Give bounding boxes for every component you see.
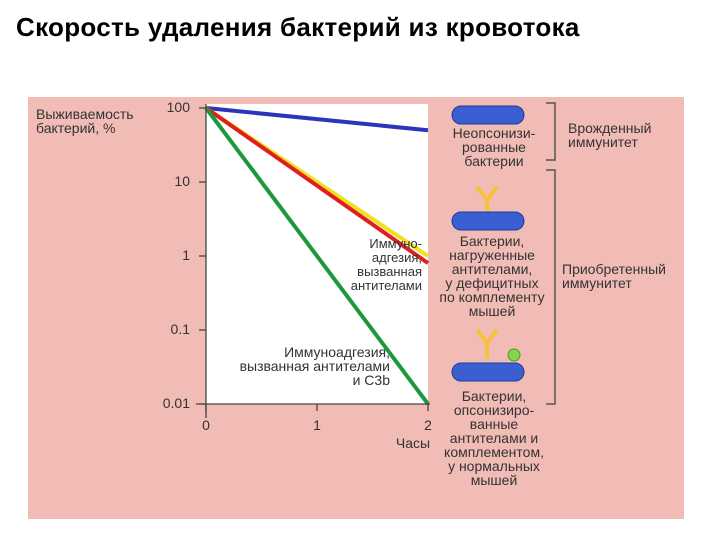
antibody-icon-opsonized: [476, 329, 498, 359]
annotation-immunoadhesion-antibodies-c3b: Иммуноадгезия, вызванная антителами и C3…: [239, 344, 390, 388]
x-tick-label: 0: [202, 417, 210, 433]
bracket-label-innate: Врожденный иммунитет: [568, 120, 652, 150]
bacterium-icon-opsonized: [451, 362, 525, 382]
y-tick-label: 10: [174, 173, 190, 189]
slide-title: Скорость удаления бактерий из кровотока: [16, 12, 580, 42]
legend-antibody-loaded: Бактерии, нагруженные антителами, у дефи…: [439, 233, 545, 319]
legend-unopsonized: Неопсонизи- рованные бактерии: [452, 125, 536, 169]
x-axis-label: Часы: [395, 435, 431, 451]
axes-layer: [196, 104, 430, 418]
complement-icon: [507, 348, 521, 362]
y-axis-label: Выживаемость бактерий, %: [36, 106, 134, 136]
y-tick-label: 1: [182, 247, 190, 263]
legend-opsonized: Бактерии, опсонизиро- ванные антителами …: [444, 388, 544, 488]
y-tick-label: 0.01: [162, 395, 190, 411]
bacterium-icon-unopsonized: [451, 105, 525, 125]
bacterium-icon-antibody-loaded: [451, 211, 525, 231]
series-layer: [204, 106, 430, 406]
legend-icons: [451, 102, 556, 405]
bracket-acquired: [546, 169, 556, 405]
y-tick-label: 0.1: [170, 321, 190, 337]
bracket-label-acquired: Приобретенный иммунитет: [562, 261, 666, 291]
series-line-4: [204, 106, 430, 406]
x-tick-label: 2: [424, 417, 432, 433]
series-line-1: [205, 106, 429, 133]
annotation-immunoadhesion-antibodies: Иммуно- адгезия, вызванная антителами: [350, 236, 422, 293]
bracket-innate: [546, 102, 556, 161]
antibody-icon-loaded: [476, 186, 498, 216]
x-tick-label: 1: [313, 417, 321, 433]
y-tick-label: 100: [166, 99, 190, 115]
series-line-3: [204, 106, 430, 265]
